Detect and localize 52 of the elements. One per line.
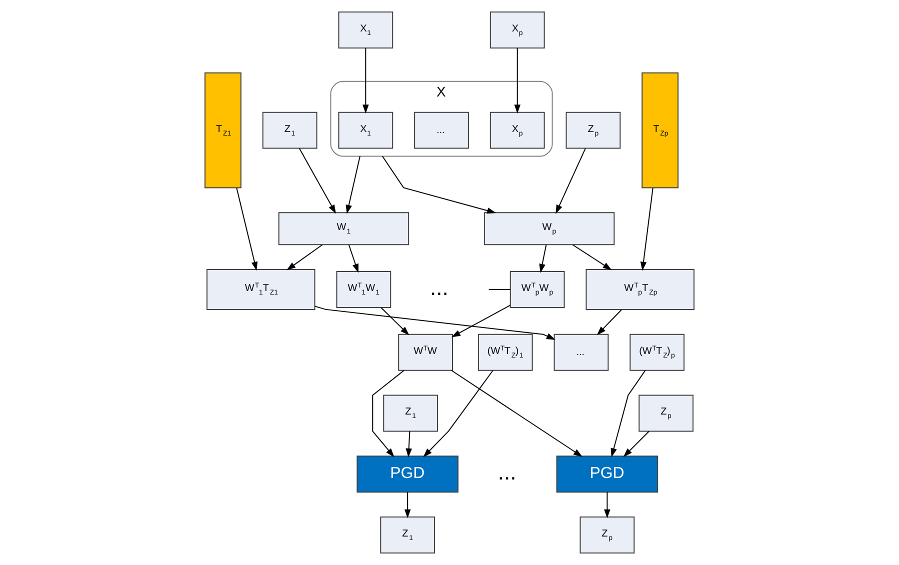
node-box: ... [554, 334, 609, 371]
node-box: W$^{T}$$_{p}$W$_{p}$ [510, 271, 565, 308]
arrow [314, 306, 556, 340]
node-box: W$_{p}$ [484, 212, 615, 246]
node-box: W$^{T}$W [398, 334, 453, 371]
arrow [404, 492, 411, 518]
node-box: PGD [356, 456, 458, 493]
node-box: ... [414, 112, 469, 149]
label: ... [498, 460, 516, 485]
node-box: W$^{T}$$_{p}$T$_{Zp}$ [586, 269, 694, 310]
node-box: X$_{p}$ [490, 112, 545, 149]
arrow [514, 48, 521, 114]
arrow [298, 148, 336, 214]
arrow [539, 244, 547, 273]
arrow [406, 430, 412, 458]
node-box: X$_{1}$ [338, 112, 394, 149]
node-box: Z$_{1}$ [262, 112, 318, 149]
arrow [610, 370, 646, 458]
arrow [640, 188, 654, 271]
arrow [623, 430, 650, 457]
arrow [556, 148, 586, 214]
node-box: Z$_{p}$ [566, 112, 621, 149]
arrow [596, 309, 622, 336]
node-box: (W$^{T}$T$_{Z}$)$_{p}$ [630, 334, 685, 371]
node-box: Z$_{1}$ [380, 516, 436, 554]
arrow [362, 48, 369, 114]
arrow [346, 156, 360, 214]
arrow [286, 244, 323, 270]
connector [488, 288, 511, 290]
arrow [380, 307, 410, 336]
node-box: W$^{T}$$_{1}$T$_{Z1}$ [206, 269, 316, 310]
arrow [236, 188, 258, 271]
node-box: (W$^{T}$T$_{Z}$)$_{1}$ [478, 334, 533, 371]
node-box: X$_{1}$ [338, 12, 394, 48]
node-box: PGD [556, 456, 658, 493]
arrow [348, 244, 358, 273]
arrow [604, 492, 610, 518]
node-box: T$_{Z1}$ [204, 72, 242, 188]
label: ... [430, 275, 448, 300]
arrow [451, 304, 511, 338]
node-box: X$_{p}$ [490, 12, 545, 48]
node-box: W$_{1}$ [278, 212, 410, 246]
node-box: Z$_{p}$ [580, 516, 635, 554]
arrow [372, 370, 405, 458]
node-box: T$_{Zp}$ [642, 72, 679, 188]
node-box: W$^{T}$$_{1}$W$_{1}$ [336, 271, 392, 308]
arrow [382, 156, 496, 214]
arrow [572, 244, 612, 270]
arrow [423, 370, 494, 458]
node-box: Z$_{p}$ [638, 394, 694, 432]
node-box: Z$_{1}$ [383, 394, 438, 432]
arrow [451, 370, 582, 457]
